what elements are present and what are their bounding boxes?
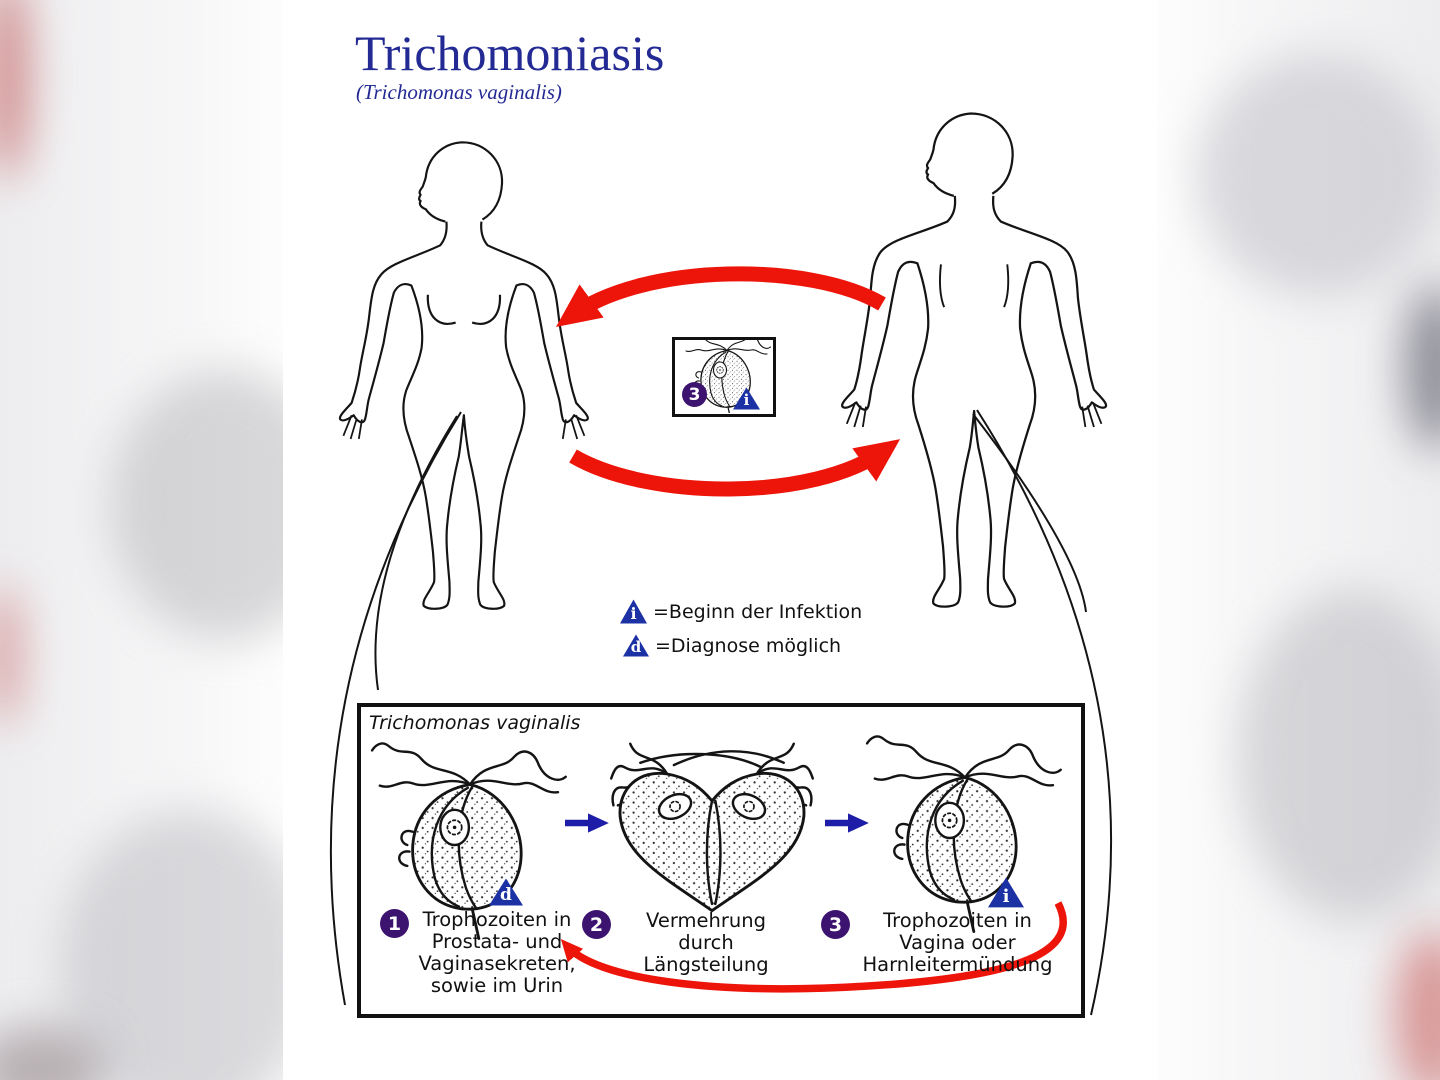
stage-number-badge: 1: [380, 909, 409, 938]
male-figure: [840, 112, 1108, 608]
backdrop-smudge: [1237, 590, 1440, 920]
legend-infection-label: =Beginn der Infektion: [653, 600, 863, 623]
legend-diagnosis: d =Diagnose möglich: [623, 634, 841, 657]
transmission-arrow-to-female: [555, 266, 886, 327]
backdrop-smudge: [1405, 285, 1440, 450]
cycle-stage-2: 2 Vermehrung durch Längsteilung: [582, 910, 796, 976]
diagram-page: Trichomoniasis (Trichomonas vaginalis): [283, 0, 1157, 1080]
blurred-backdrop-right: [1157, 0, 1440, 1080]
cycle-stage-1: 1 Trophozoiten in Prostata- und Vaginase…: [380, 909, 580, 997]
caption-line: Prostata- und: [431, 930, 563, 953]
backdrop-smudge: [1395, 930, 1440, 1080]
female-figure: [338, 141, 589, 610]
cycle-stage-3: 3 Trophozoiten in Vagina oder Harnleiter…: [821, 910, 1060, 976]
caption-line: Längsteilung: [643, 953, 769, 976]
diagnosis-triangle-icon: d: [623, 634, 649, 657]
callout-line-right-short: [972, 413, 1087, 613]
page-subtitle: (Trichomonas vaginalis): [356, 80, 562, 104]
backdrop-smudge: [60, 810, 283, 1080]
caption-line: Vermehrung durch: [646, 909, 766, 954]
diagram-canvas: [329, 112, 1113, 1016]
callout-lines: [329, 409, 1113, 1016]
legend-diagnosis-label: =Diagnose möglich: [655, 634, 842, 657]
caption-line: Vagina oder: [899, 931, 1016, 954]
backdrop-smudge: [1197, 55, 1437, 295]
stage-2-caption: Vermehrung durch Längsteilung: [616, 910, 796, 976]
caption-line: sowie im Urin: [430, 974, 564, 997]
transmission-stage-box: 3 i: [672, 337, 776, 417]
stage-number-badge: 3: [682, 382, 707, 407]
cycle-return-arrow: [560, 901, 1067, 993]
backdrop-smudge: [0, 0, 28, 180]
transmission-arrow-to-male: [569, 439, 901, 497]
blurred-backdrop-left: [0, 0, 283, 1080]
page-title: Trichomoniasis: [355, 25, 665, 81]
life-cycle-box: [357, 703, 1085, 1018]
legend-infection: i =Beginn der Infektion: [620, 599, 862, 624]
stage-1-caption: Trophozoiten in Prostata- und Vaginasekr…: [414, 909, 580, 997]
callout-line-right-long: [976, 409, 1113, 1016]
backdrop-smudge: [0, 585, 20, 725]
stage-number-badge: 2: [582, 910, 611, 939]
caption-line: Vaginasekreten,: [418, 952, 576, 975]
cycle-box-title: Trichomonas vaginalis: [369, 712, 581, 734]
caption-line: Trophozoiten in: [422, 908, 572, 931]
caption-line: Trophozoiten in: [883, 909, 1032, 932]
infection-triangle-icon: i: [620, 599, 647, 624]
stage-number-badge: 3: [821, 910, 850, 939]
caption-line: Harnleitermündung: [862, 953, 1053, 976]
stage-3-caption: Trophozoiten in Vagina oder Harnleitermü…: [855, 910, 1060, 976]
callout-line-left-short: [374, 415, 458, 691]
backdrop-smudge: [110, 370, 283, 640]
